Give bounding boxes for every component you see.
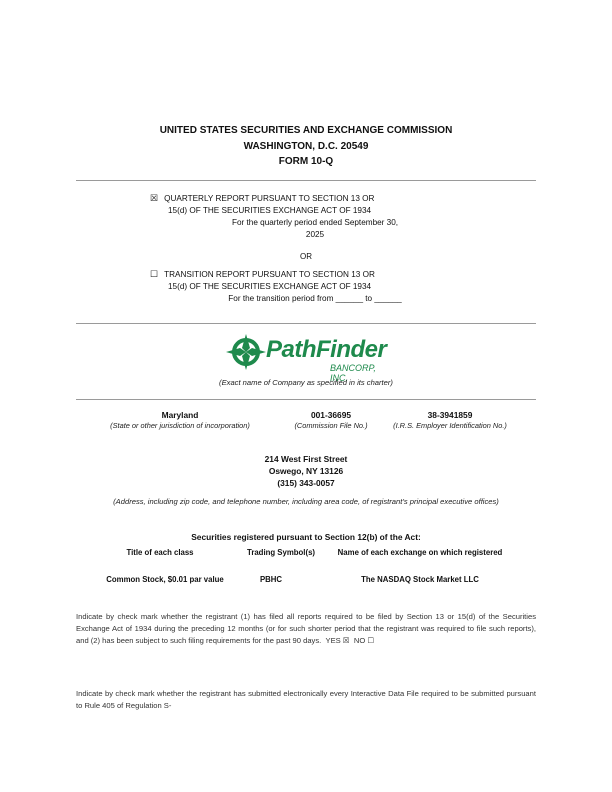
yes-checkbox[interactable]: YES ☒ xyxy=(325,636,350,645)
compass-icon xyxy=(226,334,266,370)
logo-wordmark: PathFinder xyxy=(266,336,387,363)
agency-title: UNITED STATES SECURITIES AND EXCHANGE CO… xyxy=(159,125,453,136)
interactive-data-paragraph: Indicate by check mark whether the regis… xyxy=(76,689,536,710)
no-checkbox[interactable]: NO ☐ xyxy=(353,636,375,645)
unchecked-box-icon[interactable]: ☐ xyxy=(150,269,159,279)
quarterly-report-option: ☒QUARTERLY REPORT PURSUANT TO SECTION 13… xyxy=(150,193,399,239)
registered-securities-title: Securities registered pursuant to Sectio… xyxy=(191,532,421,542)
commission-file-number: 001-36695 (Commission File No.) xyxy=(294,410,368,430)
state-of-incorporation: Maryland (State or other jurisdiction of… xyxy=(110,410,250,430)
transition-report-option: ☐TRANSITION REPORT PURSUANT TO SECTION 1… xyxy=(150,269,402,303)
exact-name-caption: (Exact name of Company as specified in i… xyxy=(219,378,393,387)
employer-id-number: 38-3941859 (I.R.S. Employer Identificati… xyxy=(393,410,507,430)
trading-symbol: PBHC xyxy=(259,575,283,584)
form-title: FORM 10-Q xyxy=(278,156,334,167)
agency-location: WASHINGTON, D.C. 20549 xyxy=(243,141,369,152)
security-class: Common Stock, $0.01 par value xyxy=(106,575,224,584)
or-separator: OR xyxy=(300,252,312,261)
column-header-symbol: Trading Symbol(s) xyxy=(246,548,315,557)
divider xyxy=(76,399,536,400)
exchange-name: The NASDAQ Stock Market LLC xyxy=(361,575,479,584)
company-logo: PathFinder BANCORP, INC. xyxy=(226,334,388,383)
divider xyxy=(76,180,536,181)
address-caption: (Address, including zip code, and teleph… xyxy=(113,497,499,506)
logo-subtitle: BANCORP, INC. xyxy=(330,363,376,383)
divider xyxy=(76,323,536,324)
checked-box-icon[interactable]: ☒ xyxy=(150,193,159,203)
column-header-exchange: Name of each exchange on which registere… xyxy=(337,548,503,557)
filing-compliance-paragraph: Indicate by check mark whether the regis… xyxy=(76,612,536,645)
column-header-title: Title of each class xyxy=(126,548,194,557)
address-block: 214 West First Street Oswego, NY 13126 (… xyxy=(264,454,348,488)
